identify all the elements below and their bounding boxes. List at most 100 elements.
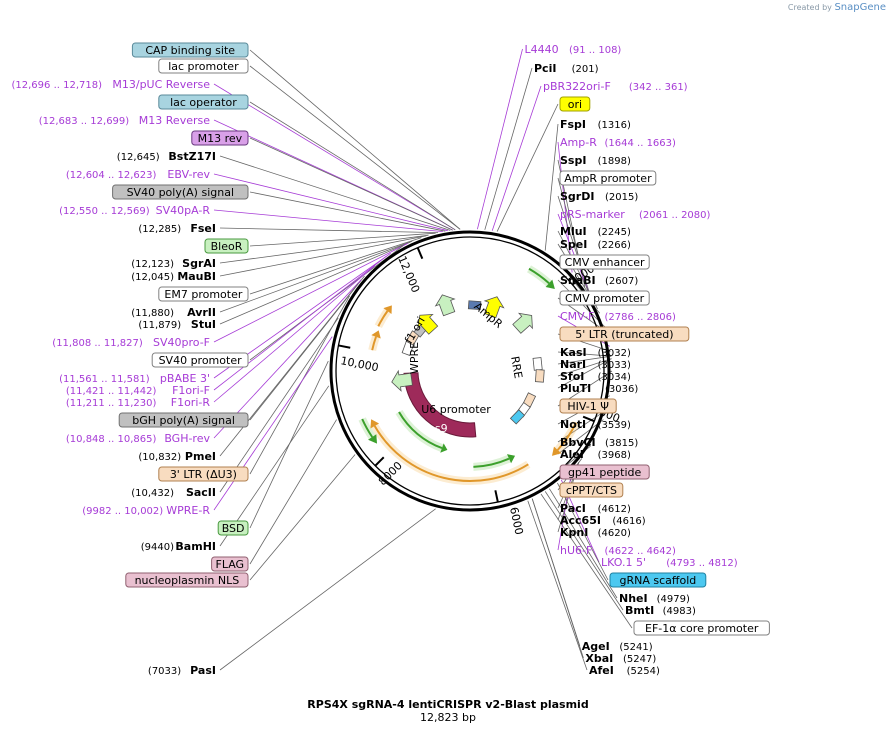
primer-position: (12,696 .. 12,718) [12,80,103,91]
primer-name: SV40pro-F [153,336,210,349]
left-label-sv40-promoter[interactable]: SV40 promoter [151,352,249,368]
leader-line [219,385,330,547]
right-label-pluti[interactable]: PluTI(3036) [560,382,638,395]
right-label-cppt-cts[interactable]: cPPT/CTS [559,482,624,498]
enzyme-name: KpnI [560,526,588,539]
right-label-cmv-f[interactable]: CMV-F(2786 .. 2806) [560,310,676,323]
left-label-sv40-poly-a-signal[interactable]: SV40 poly(A) signal [112,184,249,200]
primer-position: (11,211 .. 11,230) [66,398,157,409]
right-label-l4440[interactable]: L4440(91 .. 108) [525,43,622,56]
right-label-kasi[interactable]: KasI(3032) [560,346,631,359]
label-text: BleoR [211,240,243,253]
leader-line [219,235,427,277]
left-label-pmei[interactable]: PmeI(10,832) [138,450,216,463]
right-label-paci[interactable]: PacI(4612) [560,502,631,515]
right-label-amp-r[interactable]: Amp-R(1644 .. 1663) [560,136,676,149]
right-label-fspi[interactable]: FspI(1316) [560,118,631,131]
left-label-bgh-poly-a-signal[interactable]: bGH poly(A) signal [118,412,249,428]
left-label-m13-rev[interactable]: M13 rev [191,130,249,146]
ltr-arc-2-head [383,305,392,314]
left-label-wpre-r[interactable]: WPRE-R(9982 .. 10,002) [82,504,210,517]
right-label-pcii[interactable]: PciI(201) [534,62,599,75]
left-label-em7-promoter[interactable]: EM7 promoter [158,286,249,302]
left-label-flag[interactable]: FLAG [211,556,249,572]
right-label-5-ltr-truncated[interactable]: 5' LTR (truncated) [559,326,690,342]
left-label-maubi[interactable]: MauBI(12,045) [131,270,216,283]
left-label-sgrai[interactable]: SgrAI(12,123) [131,257,216,270]
right-label-pbr322ori-f[interactable]: pBR322ori-F(342 .. 361) [543,80,688,93]
right-label-hu6-f[interactable]: hU6-F(4622 .. 4642) [560,544,676,557]
right-label-hiv-1-psi[interactable]: HIV-1 Ψ [559,398,617,414]
right-label-sfoi[interactable]: SfoI(3034) [560,370,631,383]
right-label-agei[interactable]: AgeI(5241) [582,640,653,653]
enzyme-name: BbvCI [560,436,596,449]
enzyme-name: AfeI [589,664,614,677]
right-label-noti[interactable]: NotI(3539) [560,418,631,431]
leader-line [219,240,413,313]
right-label-spei[interactable]: SpeI(2266) [560,238,631,251]
right-label-nari[interactable]: NarI(3033) [560,358,631,371]
left-label-lac-operator[interactable]: lac operator [158,94,249,110]
right-label-sgrdi[interactable]: SgrDI(2015) [560,190,638,203]
leader-line [484,67,533,230]
right-label-bmti[interactable]: BmtI(4983) [625,604,696,617]
enzyme-name: SgrAI [182,257,216,270]
bsd-arc-head [368,434,378,444]
left-label-bleor[interactable]: BleoR [204,238,249,254]
left-label-fsei[interactable]: FseI(12,285) [138,222,216,235]
left-label-ebv-rev[interactable]: EBV-rev(12,604 .. 12,623) [66,168,211,181]
label-text: EM7 promoter [164,288,242,301]
left-label-bstz17i[interactable]: BstZ17I(12,645) [117,150,216,163]
left-label-f1ori-r[interactable]: F1ori-R(11,211 .. 11,230) [66,396,210,409]
right-label-ampr-promoter[interactable]: AmpR promoter [559,170,657,186]
right-label-ori[interactable]: ori [559,96,591,112]
right-label-gp41-peptide[interactable]: gp41 peptide [559,464,650,480]
right-label-acc65i[interactable]: Acc65I(4616) [560,514,646,527]
label-box [559,290,650,306]
right-label-cmv-enhancer[interactable]: CMV enhancer [559,254,650,270]
left-label-sv40pa-r[interactable]: SV40pA-R(12,550 .. 12,569) [59,204,210,217]
wpre-arrow [391,369,413,392]
right-label-ef-1alpha-core-promoter[interactable]: EF-1α core promoter [633,620,770,636]
left-label-cap-binding-site[interactable]: CAP binding site [131,42,249,58]
right-label-kpni[interactable]: KpnI(4620) [560,526,631,539]
right-label-mlui[interactable]: MluI(2245) [560,225,631,238]
right-label-afei[interactable]: AfeI(5254) [589,664,660,677]
cas9-orange-arc [373,425,529,483]
right-label-alei[interactable]: AleI(3968) [560,448,631,461]
left-label-nucleoplasmin-nls[interactable]: nucleoplasmin NLS [125,572,249,588]
label-box [559,464,650,480]
right-label-sspi[interactable]: SspI(1898) [560,154,631,167]
enzyme-position: (2266) [598,240,631,251]
left-label-sv40pro-f[interactable]: SV40pro-F(11,808 .. 11,827) [52,336,210,349]
left-label-stui[interactable]: StuI(11,879) [138,318,216,331]
left-label-bamhi[interactable]: BamHI(9440) [141,540,216,553]
leader-line [531,498,584,659]
left-label-m13-reverse[interactable]: M13 Reverse(12,683 .. 12,699) [39,114,211,127]
cas9-green-arc [398,411,443,450]
left-label-lac-promoter[interactable]: lac promoter [158,58,249,74]
hiv-arc [556,422,577,451]
left-label-sacii[interactable]: SacII(10,432) [131,486,216,499]
enzyme-position: (2245) [598,227,631,238]
right-label-grna-scaffold[interactable]: gRNA scaffold [609,572,707,588]
left-label-pasi[interactable]: PasI(7033) [148,664,216,677]
enzyme-position: (1316) [598,120,631,131]
leader-line [557,482,609,581]
left-label-pbabe-3[interactable]: pBABE 3'(11,561 .. 11,581) [59,372,210,385]
left-label-avrii[interactable]: AvrII(11,880) [131,306,216,319]
left-label-f1ori-f[interactable]: F1ori-F(11,421 .. 11,442) [66,384,210,397]
left-label-bsd[interactable]: BSD [217,520,249,536]
right-label-prs-marker[interactable]: pRS-marker(2061 .. 2080) [560,208,711,221]
right-label-snabi[interactable]: SnaBI(2607) [560,274,638,287]
leader-line [213,173,448,232]
label-text: 5' LTR (truncated) [575,328,673,341]
right-label-cmv-promoter[interactable]: CMV promoter [559,290,650,306]
left-label-3-ltr-deltau3[interactable]: 3' LTR (ΔU3) [158,466,249,482]
left-label-m13-puc-reverse[interactable]: M13/pUC Reverse(12,696 .. 12,718) [12,78,211,91]
right-label-lko-1-5[interactable]: LKO.1 5'(4793 .. 4812) [601,556,738,569]
right-label-bbvci[interactable]: BbvCI(3815) [560,436,638,449]
right-label-xbai[interactable]: XbaI(5247) [585,652,656,665]
right-label-nhei[interactable]: NheI(4979) [619,592,690,605]
left-label-bgh-rev[interactable]: BGH-rev(10,848 .. 10,865) [66,432,211,445]
